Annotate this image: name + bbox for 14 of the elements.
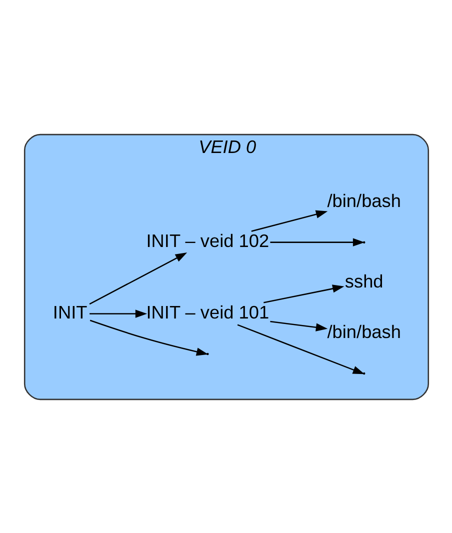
node-text: /bin/bash <box>326 190 400 210</box>
node-text: /bin/bash <box>326 322 400 342</box>
arrow <box>236 324 364 374</box>
node-text: sshd <box>344 270 383 291</box>
arrow <box>89 309 147 318</box>
arrow <box>270 238 364 246</box>
arrow <box>270 320 328 331</box>
arrow <box>89 319 208 356</box>
node-text: INIT <box>52 302 87 322</box>
node-text: INIT – veid 102 <box>146 230 269 251</box>
arrow <box>263 284 344 303</box>
arrow <box>88 252 187 304</box>
arrow <box>250 210 328 232</box>
node-text: INIT – veid 101 <box>146 302 269 322</box>
